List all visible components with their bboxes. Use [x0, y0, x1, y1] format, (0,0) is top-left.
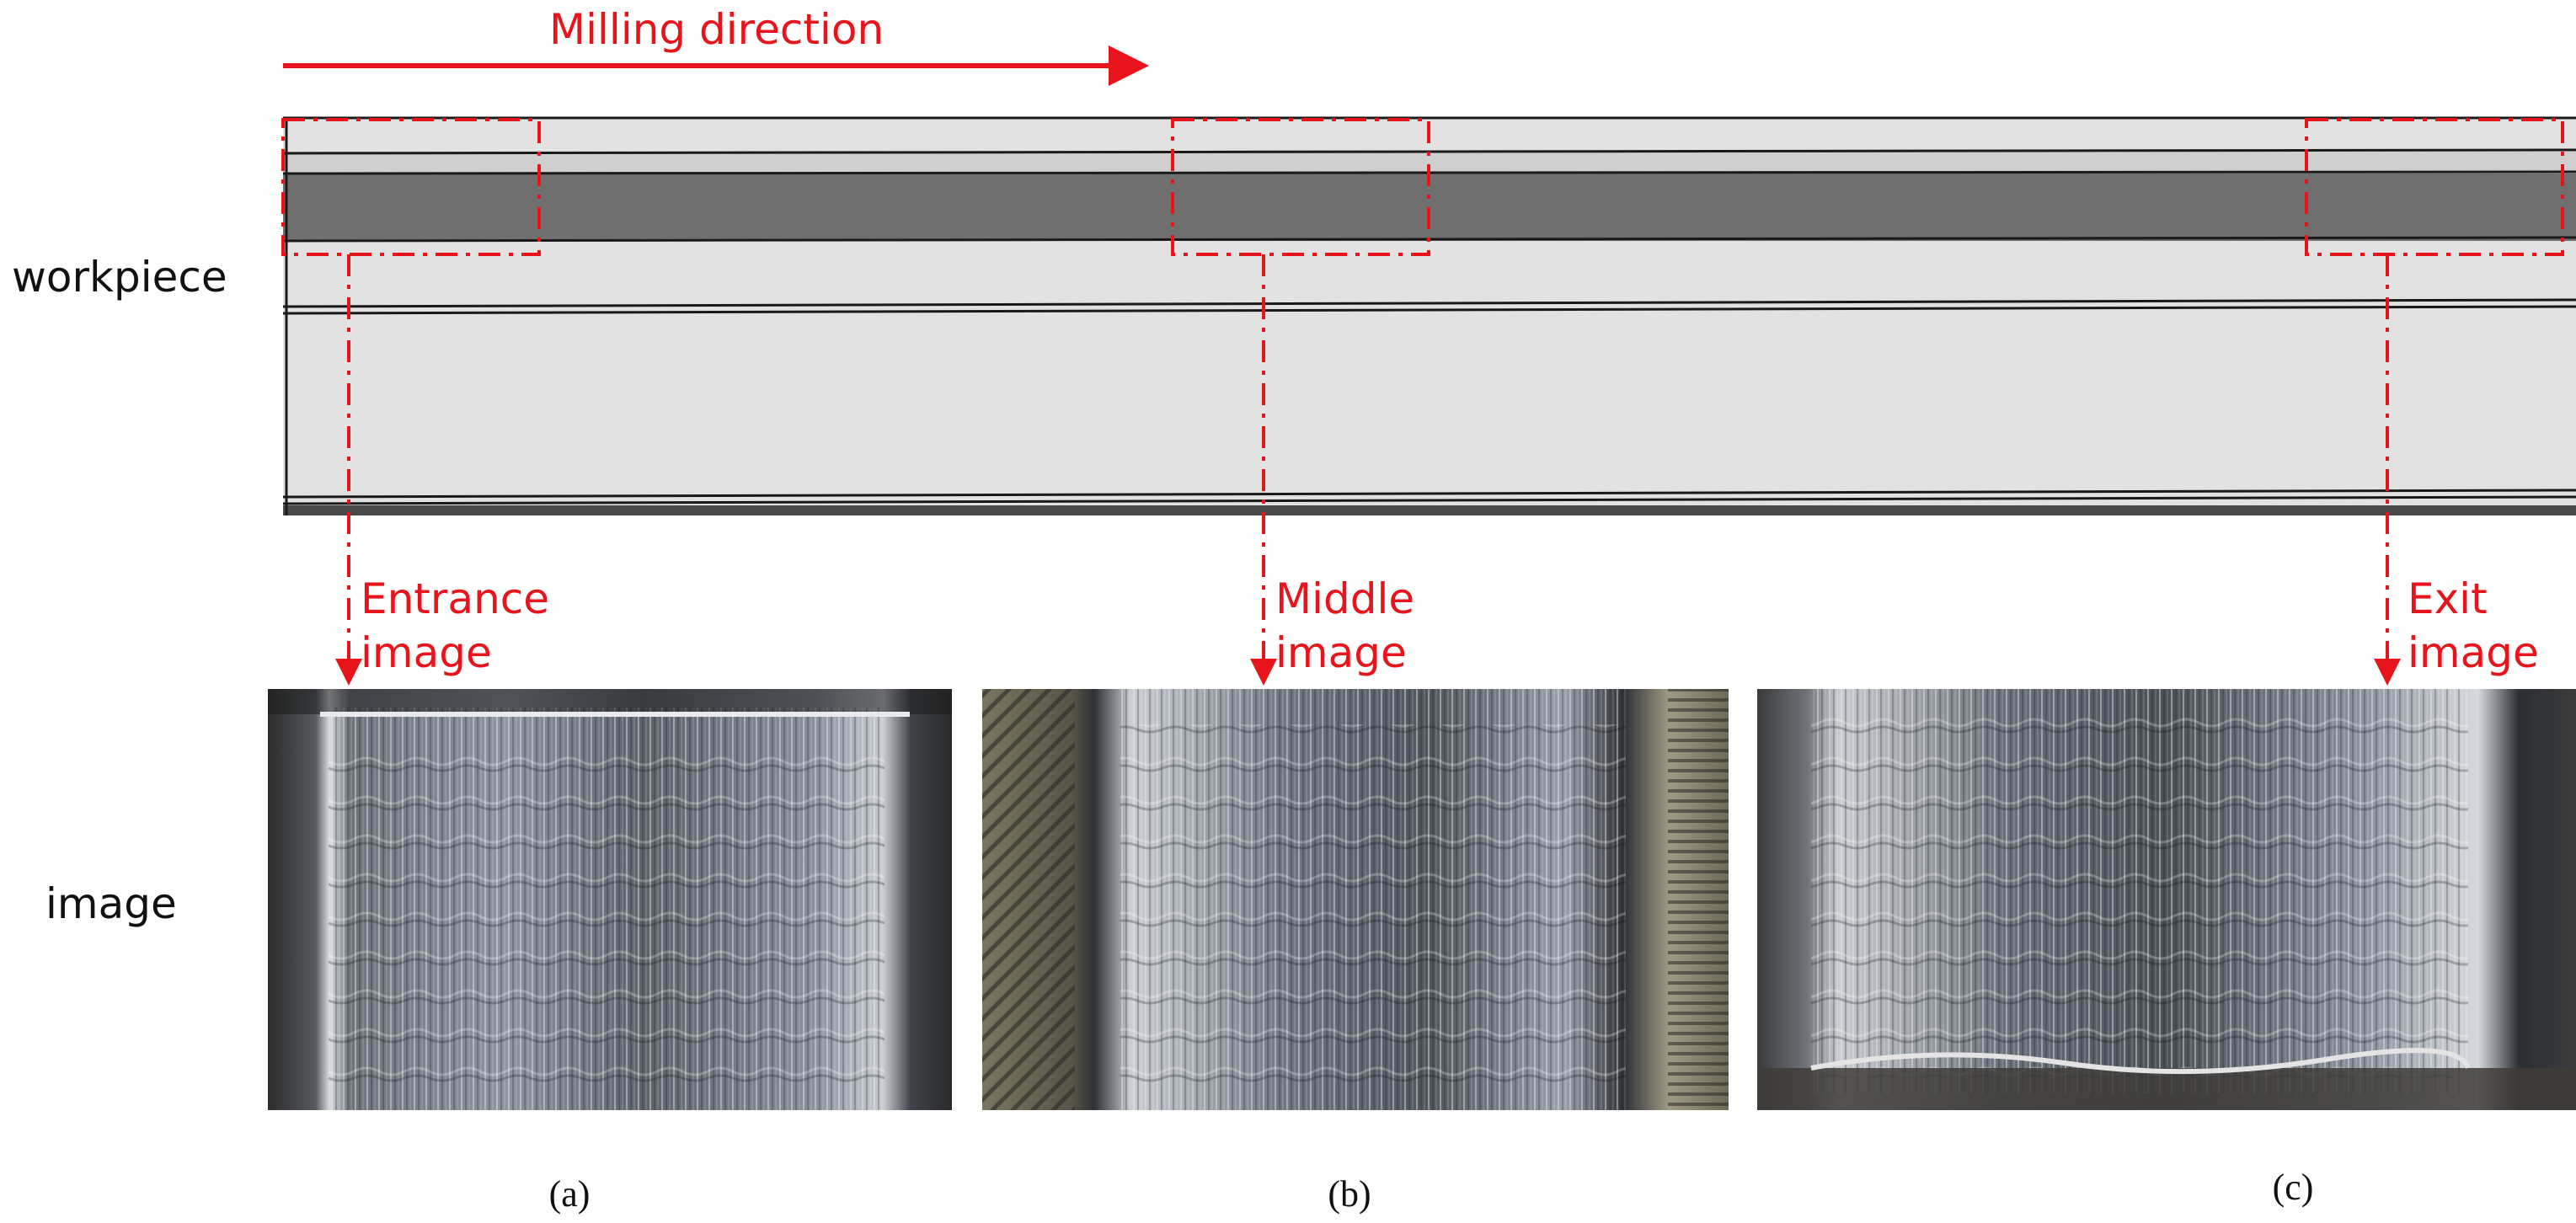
label-entrance-line1: Entrance	[361, 574, 549, 623]
workpiece-edge-low-a	[282, 489, 2576, 499]
label-middle-line1: Middle	[1275, 574, 1414, 623]
row-label-image: image	[45, 879, 177, 928]
row-label-workpiece: workpiece	[12, 253, 227, 302]
workpiece-base	[283, 505, 2576, 515]
workpiece-edge-low-b	[282, 495, 2576, 505]
label-entrance-line2: image	[361, 628, 492, 677]
caption-b: (b)	[1328, 1173, 1371, 1215]
roi-exit	[2305, 118, 2564, 256]
label-exit-line1: Exit	[2408, 574, 2488, 623]
micrograph-entrance	[268, 689, 952, 1110]
roi-entrance	[281, 118, 541, 256]
micrograph-exit	[1757, 689, 2576, 1110]
workpiece-edge-mid-b	[282, 305, 2576, 315]
caption-c: (c)	[2273, 1167, 2314, 1208]
caption-a: (a)	[549, 1173, 591, 1215]
micrograph-middle	[982, 689, 1729, 1110]
roi-middle	[1171, 118, 1430, 256]
milling-direction: Milling direction	[283, 5, 1149, 86]
workpiece-edge-mid-a	[282, 298, 2576, 308]
label-exit-line2: image	[2408, 628, 2539, 677]
label-middle-line2: image	[1275, 628, 1407, 677]
milling-direction-label: Milling direction	[549, 5, 884, 54]
